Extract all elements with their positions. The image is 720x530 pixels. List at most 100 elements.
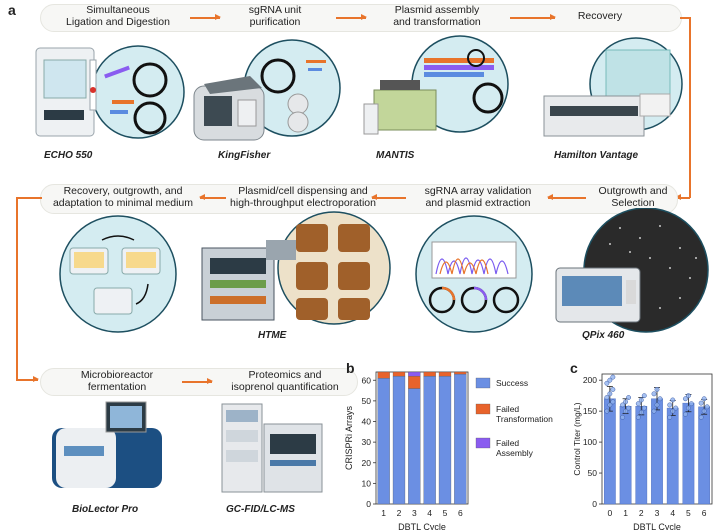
chart-c-ylabel: Control Titer (mg/L) — [572, 402, 582, 475]
step-sgrna-purification: sgRNA unit purification — [248, 4, 302, 28]
chart-c-xtick-label: 5 — [686, 508, 691, 518]
chart-b-bar-segment — [423, 371, 436, 377]
chart-c-point — [620, 402, 626, 408]
panel-c-label: c — [570, 360, 578, 376]
arrow-into-row3 — [16, 376, 39, 382]
step-ligation-digestion: Simultaneous Ligation and Digestion — [66, 4, 170, 28]
chart-b-legend-label: Success — [496, 378, 528, 388]
chart-b-bar-segment — [392, 371, 406, 377]
chart-c-point — [623, 399, 629, 405]
step-electroporation: Plasmid/cell dispensing and high-through… — [230, 185, 376, 209]
chart-c-point — [698, 414, 704, 420]
chart-b-xtick-label: 3 — [412, 508, 417, 518]
chart-c-ytick-label: 0 — [592, 499, 597, 509]
arrow-4-5 — [547, 194, 586, 200]
chart-c-point — [607, 377, 613, 383]
chart-c-xtick-label: 2 — [639, 508, 644, 518]
chart-c-bar — [666, 407, 679, 505]
chart-c-point — [651, 391, 657, 397]
chart-c-point — [698, 400, 704, 406]
connector-left — [16, 197, 18, 380]
htme-illustration — [201, 211, 391, 325]
arrow-8-9 — [182, 378, 213, 384]
qpix-460-illustration — [555, 208, 709, 333]
chart-c-xtick-label: 6 — [702, 508, 707, 518]
arrow-2-3 — [336, 14, 367, 20]
chart-c-point — [682, 396, 688, 402]
chart-b-bar-segment — [377, 371, 390, 379]
label-htme: HTME — [258, 330, 287, 341]
label-qpix-460: QPix 460 — [582, 330, 625, 341]
chart-c-point — [626, 395, 632, 400]
chart-b-ytick-label: 0 — [366, 499, 371, 509]
chart-c-bar — [698, 406, 711, 505]
chart-c-bar — [604, 398, 616, 505]
biolector-illustration — [52, 401, 162, 488]
chart-b-bar-segment — [438, 371, 452, 377]
chart-b-ytick-label: 20 — [362, 458, 372, 468]
step-plasmid-assembly: Plasmid assembly and transformation — [393, 4, 481, 28]
panel-b-label: b — [346, 360, 355, 376]
chart-b-bar-segment — [377, 378, 390, 505]
step-proteomics: Proteomics and isoprenol quantification — [231, 369, 339, 393]
connector-left-top — [16, 197, 42, 199]
chart-c-point — [607, 391, 613, 397]
chart-c-xtick-label: 0 — [607, 508, 612, 518]
chart-c-bar — [619, 405, 632, 505]
chart-b-ytick-label: 60 — [362, 375, 372, 385]
connector-right-top — [680, 17, 690, 19]
chart-c-xtick-label: 4 — [670, 508, 675, 518]
chart-c-point — [654, 387, 660, 392]
chart-b-frame — [375, 371, 469, 505]
step-microbioreactor: Microbioreactor fermentation — [80, 369, 154, 393]
chart-b-ytick-label: 40 — [362, 417, 372, 427]
chart-b-ylabel: CRISPRi Arrays — [344, 405, 354, 470]
arrow-3-4 — [510, 14, 556, 20]
chart-c-point — [604, 380, 610, 386]
chart-c-ytick-label: 100 — [583, 437, 597, 447]
label-echo-550: ECHO 550 — [44, 150, 93, 161]
chart-b-bar-segment — [408, 371, 421, 377]
chart-c-point — [641, 393, 647, 399]
plates-illustration — [59, 215, 177, 333]
chart-b-bar-segment — [408, 388, 421, 505]
label-kingfisher: KingFisher — [218, 150, 271, 161]
chart-c-point — [651, 408, 657, 414]
chart-b-xlabel: DBTL Cycle — [398, 522, 446, 530]
chart-c-bar — [635, 405, 648, 505]
chart-c-point — [667, 402, 673, 408]
chart-b-ytick-label: 10 — [362, 478, 372, 488]
chart-c-point — [685, 405, 691, 411]
chart-b-ytick-label: 50 — [362, 396, 372, 406]
chart-c-xtick-label: 3 — [655, 508, 660, 518]
validation-illustration — [415, 215, 533, 333]
chart-b-xtick-label: 1 — [381, 508, 386, 518]
chart-c-point — [610, 374, 616, 380]
chart-c-point — [701, 396, 707, 402]
chart-b-bar-segment — [392, 375, 406, 505]
chart-c-ytick-label: 200 — [583, 375, 597, 385]
chart-c-point — [623, 408, 629, 414]
chart-b-xtick-label: 6 — [458, 508, 463, 518]
chart-c-point — [626, 405, 632, 411]
chart-c-point — [610, 399, 616, 405]
chart-c-point — [670, 397, 676, 403]
chart-c-point — [688, 401, 694, 407]
step-outgrowth-selection: Outgrowth and Selection — [598, 185, 668, 209]
chart-c-point — [670, 408, 676, 414]
label-mantis: MANTIS — [376, 150, 415, 161]
chart-c-point — [641, 405, 647, 411]
step-adaptation-minimal-medium: Recovery, outgrowth, and adaptation to m… — [52, 185, 194, 209]
kingfisher-illustration — [193, 39, 341, 141]
panel-a-label: a — [8, 2, 16, 18]
chart-b-bar-segment — [408, 375, 421, 389]
label-gc-fid-lcms: GC-FID/LC-MS — [226, 504, 295, 515]
chart-c-point — [685, 393, 691, 399]
chart-b-xtick-label: 4 — [427, 508, 432, 518]
chart-c-ytick-label: 150 — [583, 406, 597, 416]
chart-b-xtick-label: 2 — [397, 508, 402, 518]
chart-c-point — [704, 404, 710, 410]
